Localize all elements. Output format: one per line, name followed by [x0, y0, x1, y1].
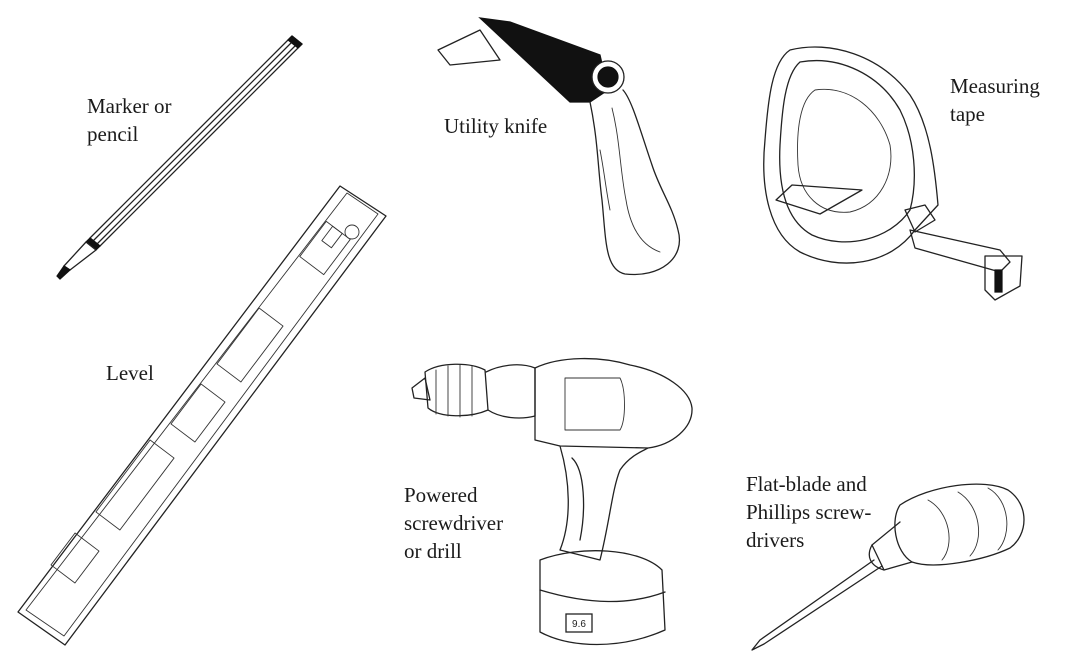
- label-screwdriver-line-1: Flat-blade and: [746, 472, 867, 496]
- drill-icon: 9.6: [411, 357, 693, 646]
- label-drill-line-2: screwdriver: [404, 511, 504, 535]
- label-screwdriver: Flat-blade and Phillips screw- drivers: [746, 470, 871, 554]
- label-measuring-tape: Measuring tape: [950, 72, 1040, 128]
- screwdriver-icon: [751, 483, 1025, 651]
- label-level: Level: [106, 359, 154, 387]
- label-screwdriver-line-3: drivers: [746, 528, 805, 552]
- label-marker-line-1: Marker or: [87, 94, 172, 118]
- pencil-icon: [56, 35, 303, 280]
- label-utility-knife: Utility knife: [444, 112, 547, 140]
- label-drill-line-1: Powered: [404, 483, 478, 507]
- label-knife-line-1: Utility knife: [444, 114, 548, 138]
- label-level-line-1: Level: [106, 361, 154, 385]
- battery-label: 9.6: [572, 619, 586, 630]
- label-screwdriver-line-2: Phillips screw-: [746, 500, 872, 524]
- utility-knife-icon: [437, 17, 681, 276]
- label-drill: Powered screwdriver or drill: [404, 481, 503, 565]
- measuring-tape-icon: [763, 46, 1023, 301]
- label-marker-line-2: pencil: [87, 122, 139, 146]
- label-marker: Marker or pencil: [87, 92, 172, 148]
- label-tape-line-1: Measuring: [950, 74, 1040, 98]
- level-icon: [17, 185, 387, 646]
- label-tape-line-2: tape: [950, 102, 985, 126]
- label-drill-line-3: or drill: [404, 539, 462, 563]
